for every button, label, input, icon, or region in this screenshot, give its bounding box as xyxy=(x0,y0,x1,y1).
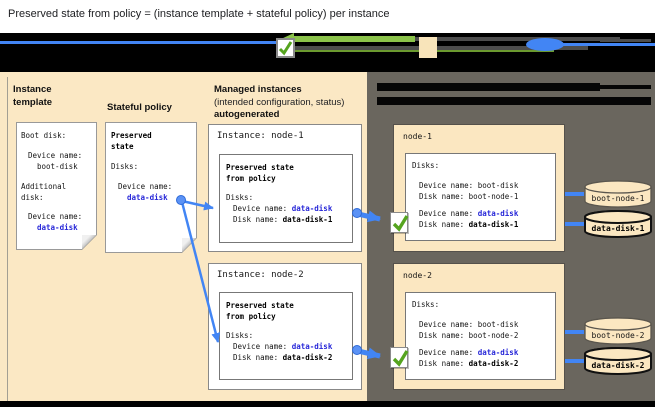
boot-device-line: Device name: boot-disk xyxy=(412,319,555,330)
data-disk-label: Disk name: xyxy=(419,220,469,229)
banner-gray-bar-thin xyxy=(600,39,651,42)
disks-label: Disks: xyxy=(412,161,440,170)
managed-instances-heading: Managed instances (intended configuratio… xyxy=(214,84,370,122)
managed-instances-heading-line3: autogenerated xyxy=(214,109,280,120)
banner-gray-bar xyxy=(295,37,620,41)
vm-name: node-1 xyxy=(403,132,432,141)
disk-value: data-disk-1 xyxy=(282,215,333,224)
additional-disk-label-1: Additional xyxy=(21,182,67,191)
stateful-policy-doc: Preserved state Disks: Device name: data… xyxy=(105,122,197,253)
preserved-from-policy-1: Preserved state xyxy=(226,163,294,172)
boot-device-value: boot-disk xyxy=(477,181,519,190)
device-label: Device name: xyxy=(233,204,292,213)
disk-value: data-disk-2 xyxy=(282,353,333,362)
banner-strip xyxy=(0,33,655,72)
boot-disk-line: Disk name: boot-node-1 xyxy=(412,191,555,202)
data-disk-line: Disk name: data-disk-1 xyxy=(412,219,555,230)
boot-device-label: Device name: xyxy=(419,181,478,190)
policy-disks-label: Disks: xyxy=(111,162,139,171)
disks-label: Disks: xyxy=(226,331,254,340)
stateful-policy-heading: Stateful policy xyxy=(107,102,172,113)
additional-disk-label-2: disk: xyxy=(21,193,44,202)
disk-cylinder-data-disk-1: data-disk-1 xyxy=(584,210,652,238)
disk-label: data-disk-2 xyxy=(592,360,645,370)
disk-label: boot-node-1 xyxy=(592,194,645,203)
checkmark-icon-node-1 xyxy=(390,212,409,233)
preserved-state-box-node-2: Preserved state from policy Disks: Devic… xyxy=(219,292,353,380)
boot-disk-line: Disk name: boot-node-2 xyxy=(412,330,555,341)
panel-border xyxy=(7,77,8,401)
checkmark-icon-node-2 xyxy=(390,347,409,368)
disk-line: Disk name: data-disk-2 xyxy=(226,352,352,363)
instance-template-heading: Instance template xyxy=(13,84,53,108)
redacted-heading-bar-2 xyxy=(377,97,651,105)
boot-device-line: Device name: boot-disk xyxy=(412,180,555,191)
page-title: Preserved state from policy = (instance … xyxy=(8,8,390,20)
vm-name: node-2 xyxy=(403,271,432,280)
vm-disks-box-node-2: Disks: Device name: boot-disk Disk name:… xyxy=(405,292,556,380)
disk-label: Disk name: xyxy=(233,353,283,362)
preserved-from-policy-2: from policy xyxy=(226,174,276,183)
data-device-line: Device name: data-disk xyxy=(412,208,555,219)
instance-title: Instance: node-2 xyxy=(217,270,304,280)
disk-line: Disk name: data-disk-1 xyxy=(226,214,352,225)
device-value: data-disk xyxy=(291,342,333,351)
data-device-value: data-disk xyxy=(37,223,78,232)
boot-disk-label: Disk name: xyxy=(419,192,469,201)
managed-instances-heading-line2: (intended configuration, status) xyxy=(214,96,345,108)
policy-device-value: data-disk xyxy=(127,193,168,202)
instance-template-doc: Boot disk: Device name: boot-disk Additi… xyxy=(16,122,97,250)
data-device-label: Device name: xyxy=(419,348,478,357)
data-device-label: Device name: xyxy=(419,209,478,218)
data-disk-label: Disk name: xyxy=(419,359,469,368)
policy-device-label: Device name: xyxy=(118,182,173,191)
banner-checkmark-icon xyxy=(276,38,295,58)
preserved-state-title-2: state xyxy=(111,142,134,151)
managed-instances-heading-line1: Managed instances xyxy=(214,84,302,95)
banner-blue-line-left xyxy=(0,41,277,44)
device-label: Device name: xyxy=(233,342,292,351)
data-device-line: Device name: data-disk xyxy=(412,347,555,358)
data-device-value: data-disk xyxy=(477,348,519,357)
vm-disks-box-node-1: Disks: Device name: boot-disk Disk name:… xyxy=(405,153,556,241)
device-value: data-disk xyxy=(291,204,333,213)
redacted-heading-bar-1 xyxy=(377,83,600,91)
data-device-value: data-disk xyxy=(477,209,519,218)
banner-blue-line-right xyxy=(560,43,655,46)
disks-label: Disks: xyxy=(226,193,254,202)
instance-title: Instance: node-1 xyxy=(217,131,304,141)
banner-blue-ellipse xyxy=(526,38,564,51)
boot-disk-value: boot-node-1 xyxy=(468,192,519,201)
data-disk-value: data-disk-2 xyxy=(468,359,519,368)
boot-device-value: boot-disk xyxy=(37,162,78,171)
device-line: Device name: data-disk xyxy=(226,341,352,352)
preserved-from-policy-1: Preserved state xyxy=(226,301,294,310)
boot-disk-value: boot-node-2 xyxy=(468,331,519,340)
disk-cylinder-boot-node-1: boot-node-1 xyxy=(584,180,652,208)
redacted-heading-bar-1-ext xyxy=(600,85,651,89)
banner-tan-box xyxy=(419,37,437,58)
banner-green-arrow-bar xyxy=(293,36,415,42)
preserved-state-title-1: Preserved xyxy=(111,131,152,140)
boot-device-label: Device name: xyxy=(419,320,478,329)
data-device-label: Device name: xyxy=(28,212,83,221)
data-disk-line: Disk name: data-disk-2 xyxy=(412,358,555,369)
data-disk-value: data-disk-1 xyxy=(468,220,519,229)
disk-label: data-disk-1 xyxy=(592,223,645,233)
preserved-from-policy-2: from policy xyxy=(226,312,276,321)
boot-device-value: boot-disk xyxy=(477,320,519,329)
boot-disk-label: Disk name: xyxy=(419,331,469,340)
disk-label: boot-node-2 xyxy=(592,331,645,340)
disk-cylinder-boot-node-2: boot-node-2 xyxy=(584,317,652,345)
disk-label: Disk name: xyxy=(233,215,283,224)
bottom-black-bar xyxy=(0,401,655,407)
boot-disk-label: Boot disk: xyxy=(21,131,67,140)
banner-gray-bar-2 xyxy=(295,46,588,50)
boot-device-label: Device name: xyxy=(28,151,83,160)
disk-cylinder-data-disk-2: data-disk-2 xyxy=(584,347,652,375)
disks-label: Disks: xyxy=(412,300,440,309)
preserved-state-box-node-1: Preserved state from policy Disks: Devic… xyxy=(219,154,353,243)
device-line: Device name: data-disk xyxy=(226,203,352,214)
